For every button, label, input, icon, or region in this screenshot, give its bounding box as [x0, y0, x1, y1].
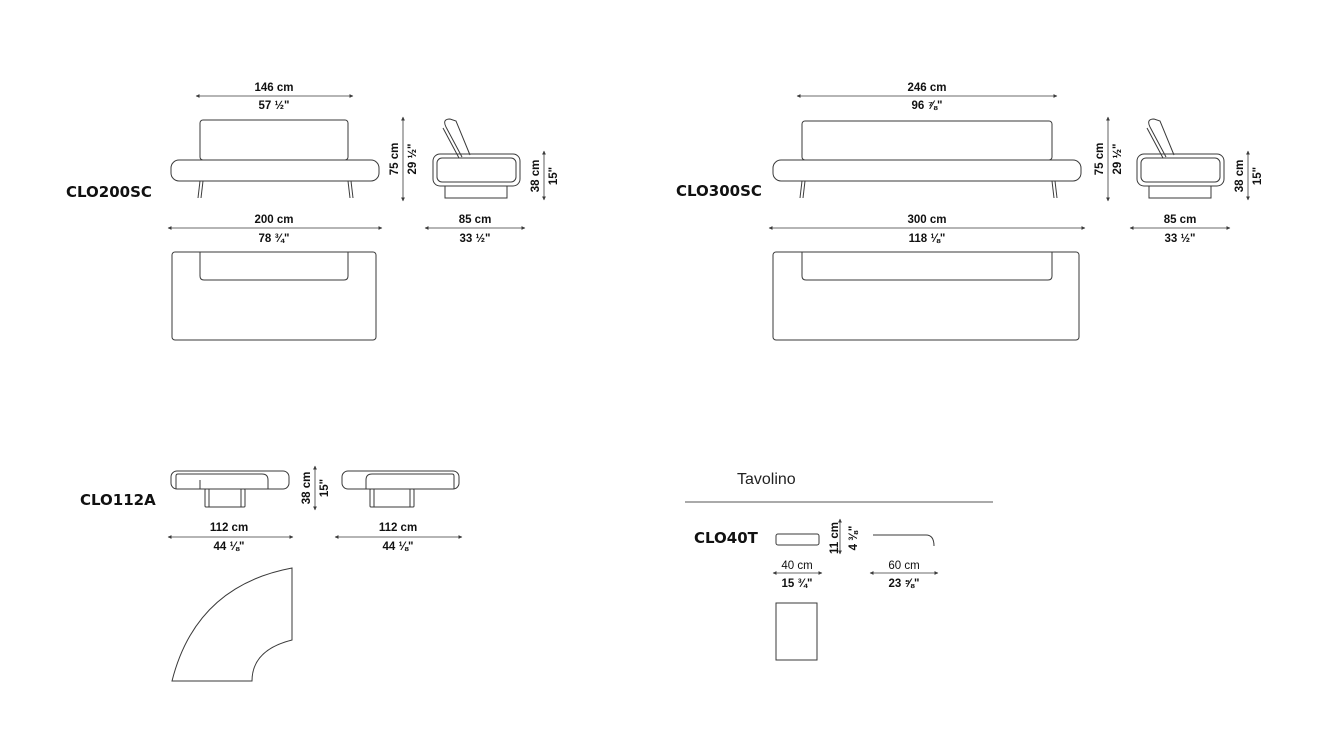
corner-element-elevation-right — [341, 470, 460, 508]
model-code-label: CLO112A — [80, 491, 156, 509]
dimension-width-cm: 112 cm — [210, 522, 248, 534]
dimension-height-cm: 75 cm — [1094, 143, 1106, 176]
dimension-back-width-in: 96 ⅞" — [911, 100, 942, 112]
dimension-seat-height-cm: 38 cm — [1234, 160, 1246, 193]
model-code-label: CLO300SC — [676, 182, 762, 200]
dimension-width-in: 118 ⅛" — [909, 233, 946, 245]
model-clo300sc: CLO300SC 246 cm 96 ⅞" 75 cm 29 ½" 38 cm … — [676, 82, 1264, 341]
dimension-width2-cm: 112 cm — [379, 522, 417, 534]
sofa-side-view — [1136, 118, 1225, 199]
dimension-depth-in: 33 ½" — [459, 233, 490, 245]
sofa-front-elevation — [170, 119, 380, 199]
dimension-width2-in: 44 ⅛" — [382, 541, 413, 553]
model-code-label: CLO40T — [694, 529, 759, 547]
dimension-seat-height-cm: 38 cm — [530, 160, 542, 193]
dimension-height-in: 29 ½" — [1112, 143, 1124, 174]
model-clo200sc: CLO200SC 146 cm 57 ½" 75 cm 29 ½" 38 c — [66, 82, 560, 341]
dimension-depth-cm: 85 cm — [1164, 214, 1197, 226]
model-code-label: CLO200SC — [66, 183, 152, 201]
side-table-elevation — [775, 533, 820, 546]
dimension-depth-in: 33 ½" — [1164, 233, 1195, 245]
dimension-width-cm: 200 cm — [254, 214, 293, 226]
dimension-height-cm: 75 cm — [389, 143, 401, 176]
corner-element-elevation-left — [170, 470, 290, 508]
dimension-depth-cm: 85 cm — [459, 214, 492, 226]
dimension-back-width-cm: 146 cm — [254, 82, 293, 94]
dimension-length-cm: 60 cm — [888, 560, 919, 572]
dimension-height-in: 4 ⅜" — [848, 526, 860, 551]
side-table-side-view — [873, 534, 935, 547]
side-table-plan-view — [775, 602, 818, 661]
dimension-width-in: 44 ⅛" — [213, 541, 244, 553]
dimension-width-in: 78 ¾" — [258, 233, 289, 245]
section-title: Tavolino — [737, 471, 796, 488]
dimension-length-in: 23 ⅝" — [888, 578, 919, 590]
dimension-seat-height-cm: 38 cm — [301, 472, 313, 505]
sofa-side-view — [432, 118, 521, 199]
dimension-height-in: 29 ½" — [407, 143, 419, 174]
sofa-plan-view — [772, 251, 1080, 341]
dimension-width-in: 15 ¾" — [781, 578, 812, 590]
dimension-width-cm: 40 cm — [781, 560, 812, 572]
dimension-back-width-in: 57 ½" — [258, 100, 289, 112]
corner-element-plan-view — [171, 567, 293, 682]
dimension-back-width-cm: 246 cm — [907, 82, 946, 94]
dimension-height-cm: 11 cm — [829, 522, 841, 554]
model-clo40t: Tavolino CLO40T 11 cm 4 ⅜" 40 cm 15 ¾" 6… — [685, 471, 993, 661]
sofa-front-elevation — [772, 120, 1082, 199]
dimension-width-cm: 300 cm — [907, 214, 946, 226]
dimension-seat-height-in: 15" — [548, 167, 560, 185]
dimension-seat-height-in: 15" — [1252, 167, 1264, 185]
dimension-seat-height-in: 15" — [319, 479, 331, 497]
model-clo112a: CLO112A 38 cm 15" 112 cm 44 ⅛" 112 cm 44… — [80, 465, 463, 682]
sofa-plan-view — [171, 251, 377, 341]
